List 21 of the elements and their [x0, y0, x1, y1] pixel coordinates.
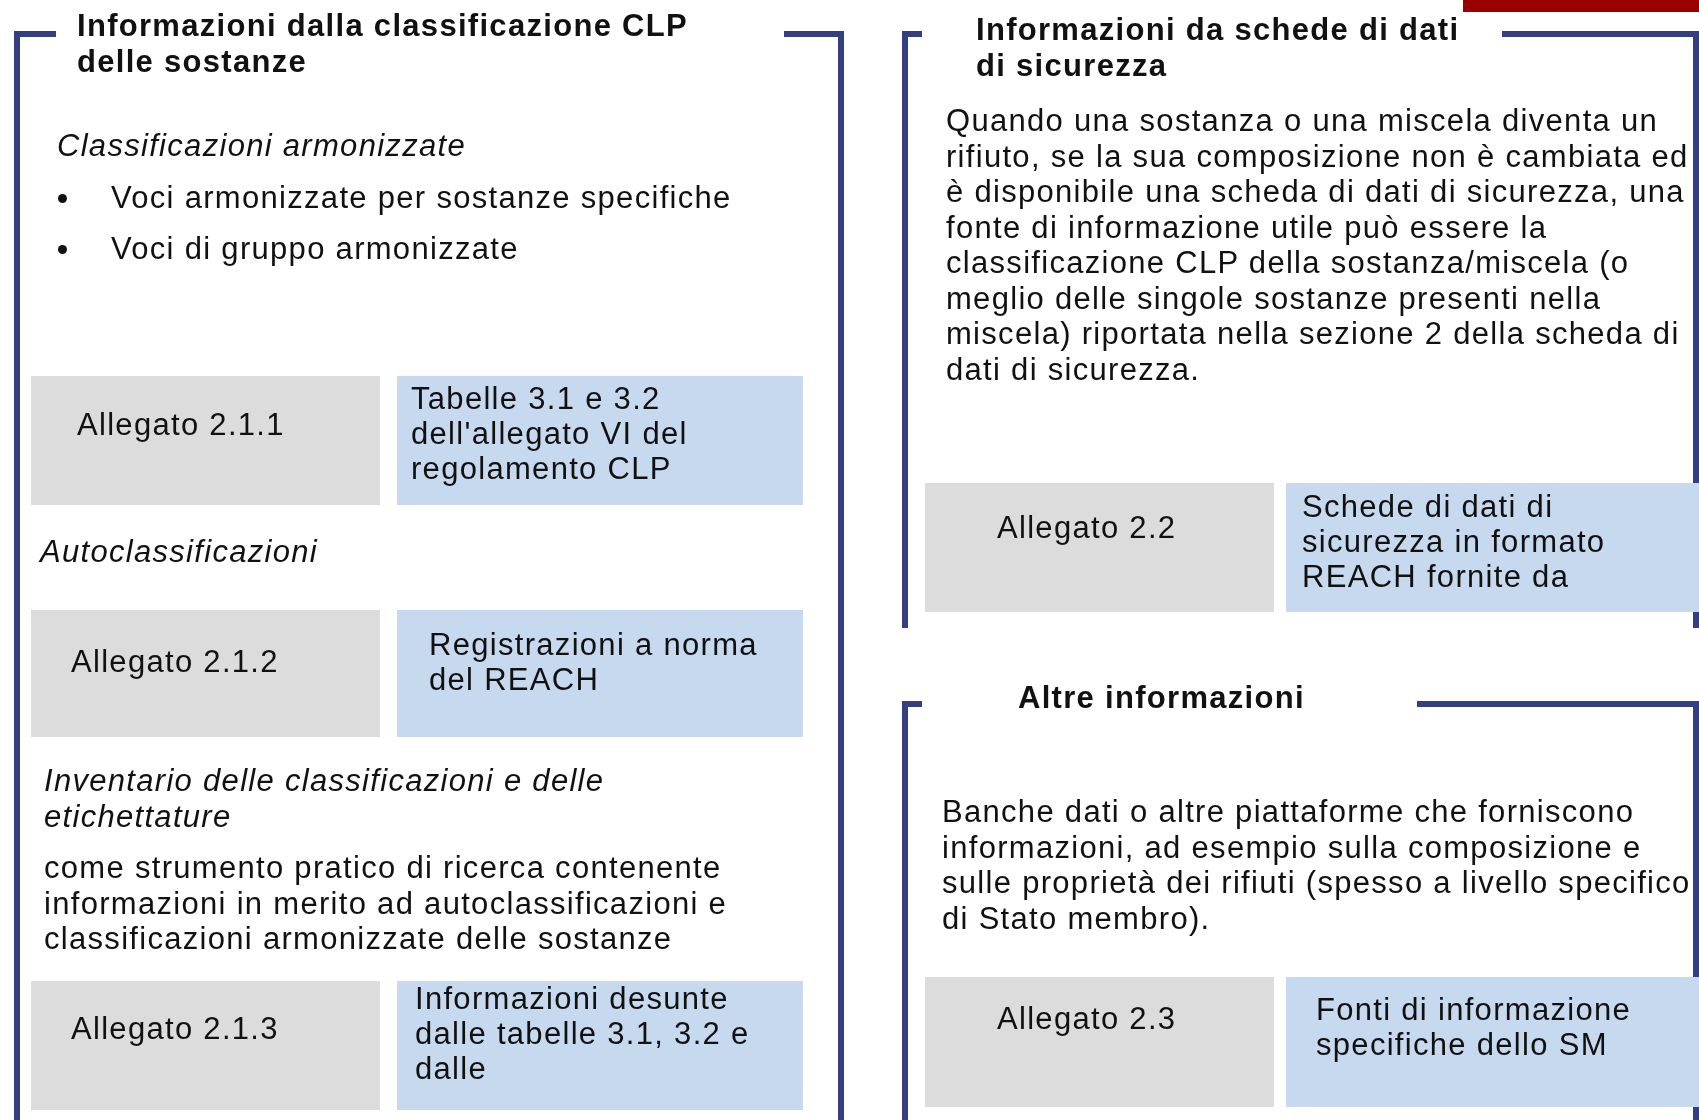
source-box: Informazioni desunte dalle tabelle 3.1, 3.2 e dalle [397, 981, 803, 1110]
source-box: Registrazioni a norma del REACH [397, 610, 803, 737]
annex-box: Allegato 2.1.1 [31, 376, 380, 505]
list-item: Voci armonizzate per sostanze specifiche [111, 180, 733, 216]
description-text: Quando una sostanza o una miscela diventa un rifiuto, se la sua composizione non è cambiata ed è disponibile una scheda di dati di sicurezza, una fonte di informazione utile può essere la classificazione CLP della sostanza/miscela (o meglio delle singole sostanze presenti nella miscela) riportata nella sezione 2 della scheda di dati di sicurezza. [946, 103, 1690, 387]
description-text: Banche dati o altre piattaforme che forniscono informazioni, ad esempio sulla composizione e sulle proprietà dei rifiuti (spesso a livello specifico di Stato membro). [942, 794, 1692, 936]
section-subtitle: Classificazioni armonizzate [57, 128, 467, 164]
annex-box: Allegato 2.1.2 [31, 610, 380, 737]
section-subtitle: Inventario delle classificazioni e delle etichettature [44, 763, 606, 834]
annex-box: Allegato 2.2 [925, 483, 1274, 612]
source-box: Schede di dati di sicurezza in formato REACH fornite da [1286, 483, 1699, 612]
panel-heading: Altre informazioni [1018, 680, 1306, 716]
annex-box: Allegato 2.1.3 [31, 981, 380, 1110]
panel-heading: Informazioni dalla classificazione CLP delle sostanze [77, 8, 689, 80]
description-text: come strumento pratico di ricerca contenente informazioni in merito ad autoclassificazioni e classificazioni armonizzate delle sostanze [44, 850, 729, 957]
section-subtitle: Autoclassificazioni [40, 534, 319, 570]
panel-heading: Informazioni da schede di dati di sicurezza [976, 12, 1461, 84]
source-box: Tabelle 3.1 e 3.2 dell'allegato VI del regolamento CLP [397, 376, 803, 505]
list-item: Voci di gruppo armonizzate [111, 231, 520, 267]
source-box: Fonti di informazione specifiche dello SM [1286, 977, 1699, 1107]
annex-box: Allegato 2.3 [925, 977, 1274, 1107]
